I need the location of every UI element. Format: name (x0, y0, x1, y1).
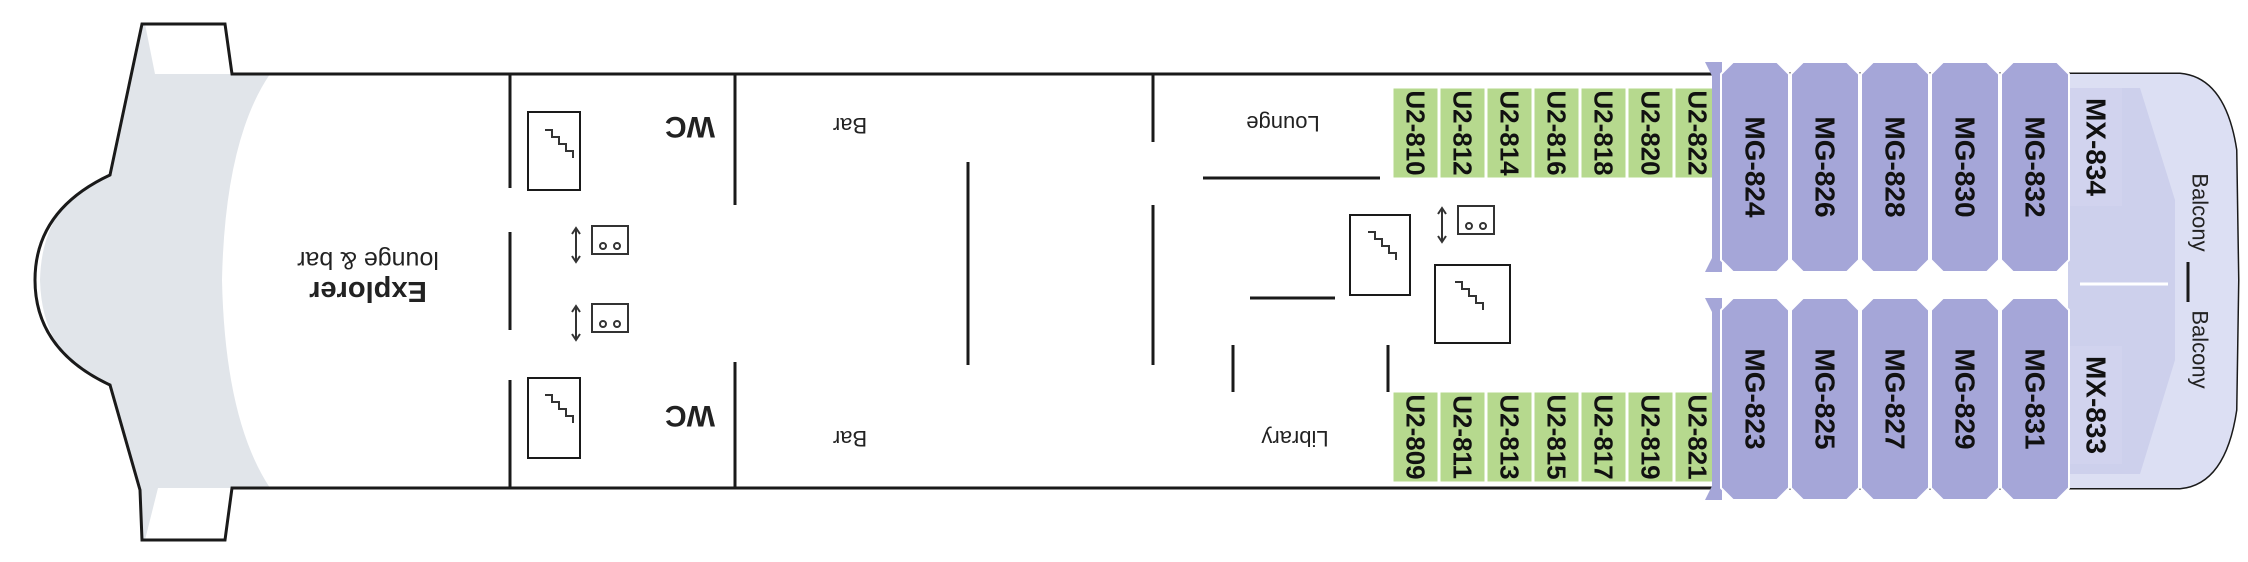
cabin-u2[interactable] (1533, 87, 1580, 179)
stairs-icon (1368, 231, 1397, 260)
cabin-u2[interactable] (1627, 87, 1674, 179)
cabin-mg[interactable] (1790, 297, 1860, 501)
cabin-number: MG-832 (2020, 116, 2051, 217)
cabin-u2[interactable] (1533, 391, 1580, 483)
cabin-mg[interactable] (1720, 297, 1790, 501)
stairs-icon (545, 394, 574, 423)
cabin-number: U2-812 (1448, 90, 1478, 175)
cabin-number: MG-830 (1950, 116, 1981, 217)
library-label: Library (1261, 426, 1328, 451)
elevator-icon (571, 225, 629, 264)
cabin-mg[interactable] (1930, 297, 2000, 501)
cabin-mg[interactable] (1720, 61, 1790, 273)
cabin-number: U2-820 (1636, 90, 1666, 175)
wc-top-label: WC (665, 110, 715, 143)
stairs-icon (545, 129, 574, 158)
cabin-number: U2-810 (1401, 90, 1431, 175)
balcony-bottom-label: Balcony (2188, 310, 2213, 388)
cabin-number: U2-811 (1448, 395, 1478, 479)
cabin-number: MG-823 (1740, 348, 1771, 449)
cabin-u2[interactable] (1486, 87, 1533, 179)
bar-bottom-label: Bar (833, 426, 867, 451)
cabin-mg[interactable] (1790, 61, 1860, 273)
wc-bottom-label: WC (665, 399, 715, 432)
cabin-mg-edge (1705, 298, 1722, 500)
bow-area (40, 24, 270, 540)
cabin-number: U2-815 (1542, 394, 1572, 479)
elevator-icon (571, 303, 629, 342)
stairs-icon (1455, 281, 1484, 310)
balcony-top-label: Balcony (2188, 173, 2213, 251)
cabin-number: MG-831 (2020, 348, 2051, 449)
elevator-icon (1437, 205, 1495, 244)
bar-top-label: Bar (833, 113, 867, 138)
u2-cabins-top: U2-810 U2-812 U2-814 U2-816 U2-818 U2-820 U2-8… (1392, 87, 1721, 179)
cabin-mg[interactable] (2000, 297, 2070, 501)
cabin-u2[interactable] (1439, 87, 1486, 179)
u2-cabins-bottom: U2-809 U2-811 U2-813 U2-815 U2-817 U2-819 U2-8… (1392, 391, 1721, 483)
cabin-number: U2-819 (1636, 394, 1666, 479)
cabin-number: MG-826 (1810, 116, 1841, 217)
cabin-number: U2-814 (1495, 90, 1525, 176)
lounge-label: Lounge (1246, 111, 1319, 136)
mg-cabins-bottom: MG-823 MG-825 MG-827 MG-829 MG-831 (1705, 297, 2070, 501)
cabin-mx[interactable] (2070, 88, 2122, 206)
cabin-number: MX-833 (2081, 356, 2112, 454)
cabin-number: U2-809 (1401, 394, 1431, 479)
cabin-u2[interactable] (1392, 391, 1439, 483)
cabin-number: MG-825 (1810, 348, 1841, 449)
cabin-u2[interactable] (1627, 391, 1674, 483)
cabin-mg[interactable] (2000, 61, 2070, 273)
cabin-mg[interactable] (1860, 61, 1930, 273)
cabin-number: U2-821 (1683, 394, 1713, 479)
cabin-u2[interactable] (1486, 391, 1533, 483)
cabin-mg-edge (1705, 62, 1722, 272)
cabin-number: U2-813 (1495, 394, 1525, 479)
explorer-title: Explorer (309, 275, 427, 307)
cabin-number: U2-818 (1589, 90, 1619, 175)
cabin-u2[interactable] (1439, 391, 1486, 483)
cabin-number: U2-816 (1542, 90, 1572, 175)
cabin-number: U2-822 (1683, 90, 1713, 175)
cabin-number: U2-817 (1589, 394, 1619, 479)
cabin-number: MG-828 (1880, 116, 1911, 217)
cabin-u2[interactable] (1580, 391, 1627, 483)
cabin-u2[interactable] (1392, 87, 1439, 179)
cabin-number: MX-834 (2081, 98, 2112, 196)
lounge-bar-label: lounge & bar (297, 246, 439, 274)
cabin-mx[interactable] (2070, 346, 2122, 464)
cabin-number: MG-827 (1880, 348, 1911, 449)
cabin-mg[interactable] (1930, 61, 2000, 273)
cabin-number: MG-824 (1740, 116, 1771, 218)
cabin-number: MG-829 (1950, 348, 1981, 449)
mg-cabins-top: MG-824 MG-826 MG-828 MG-830 MG-832 (1705, 61, 2070, 273)
walls (508, 74, 1511, 488)
cabin-u2[interactable] (1580, 87, 1627, 179)
cabin-mg[interactable] (1860, 297, 1930, 501)
